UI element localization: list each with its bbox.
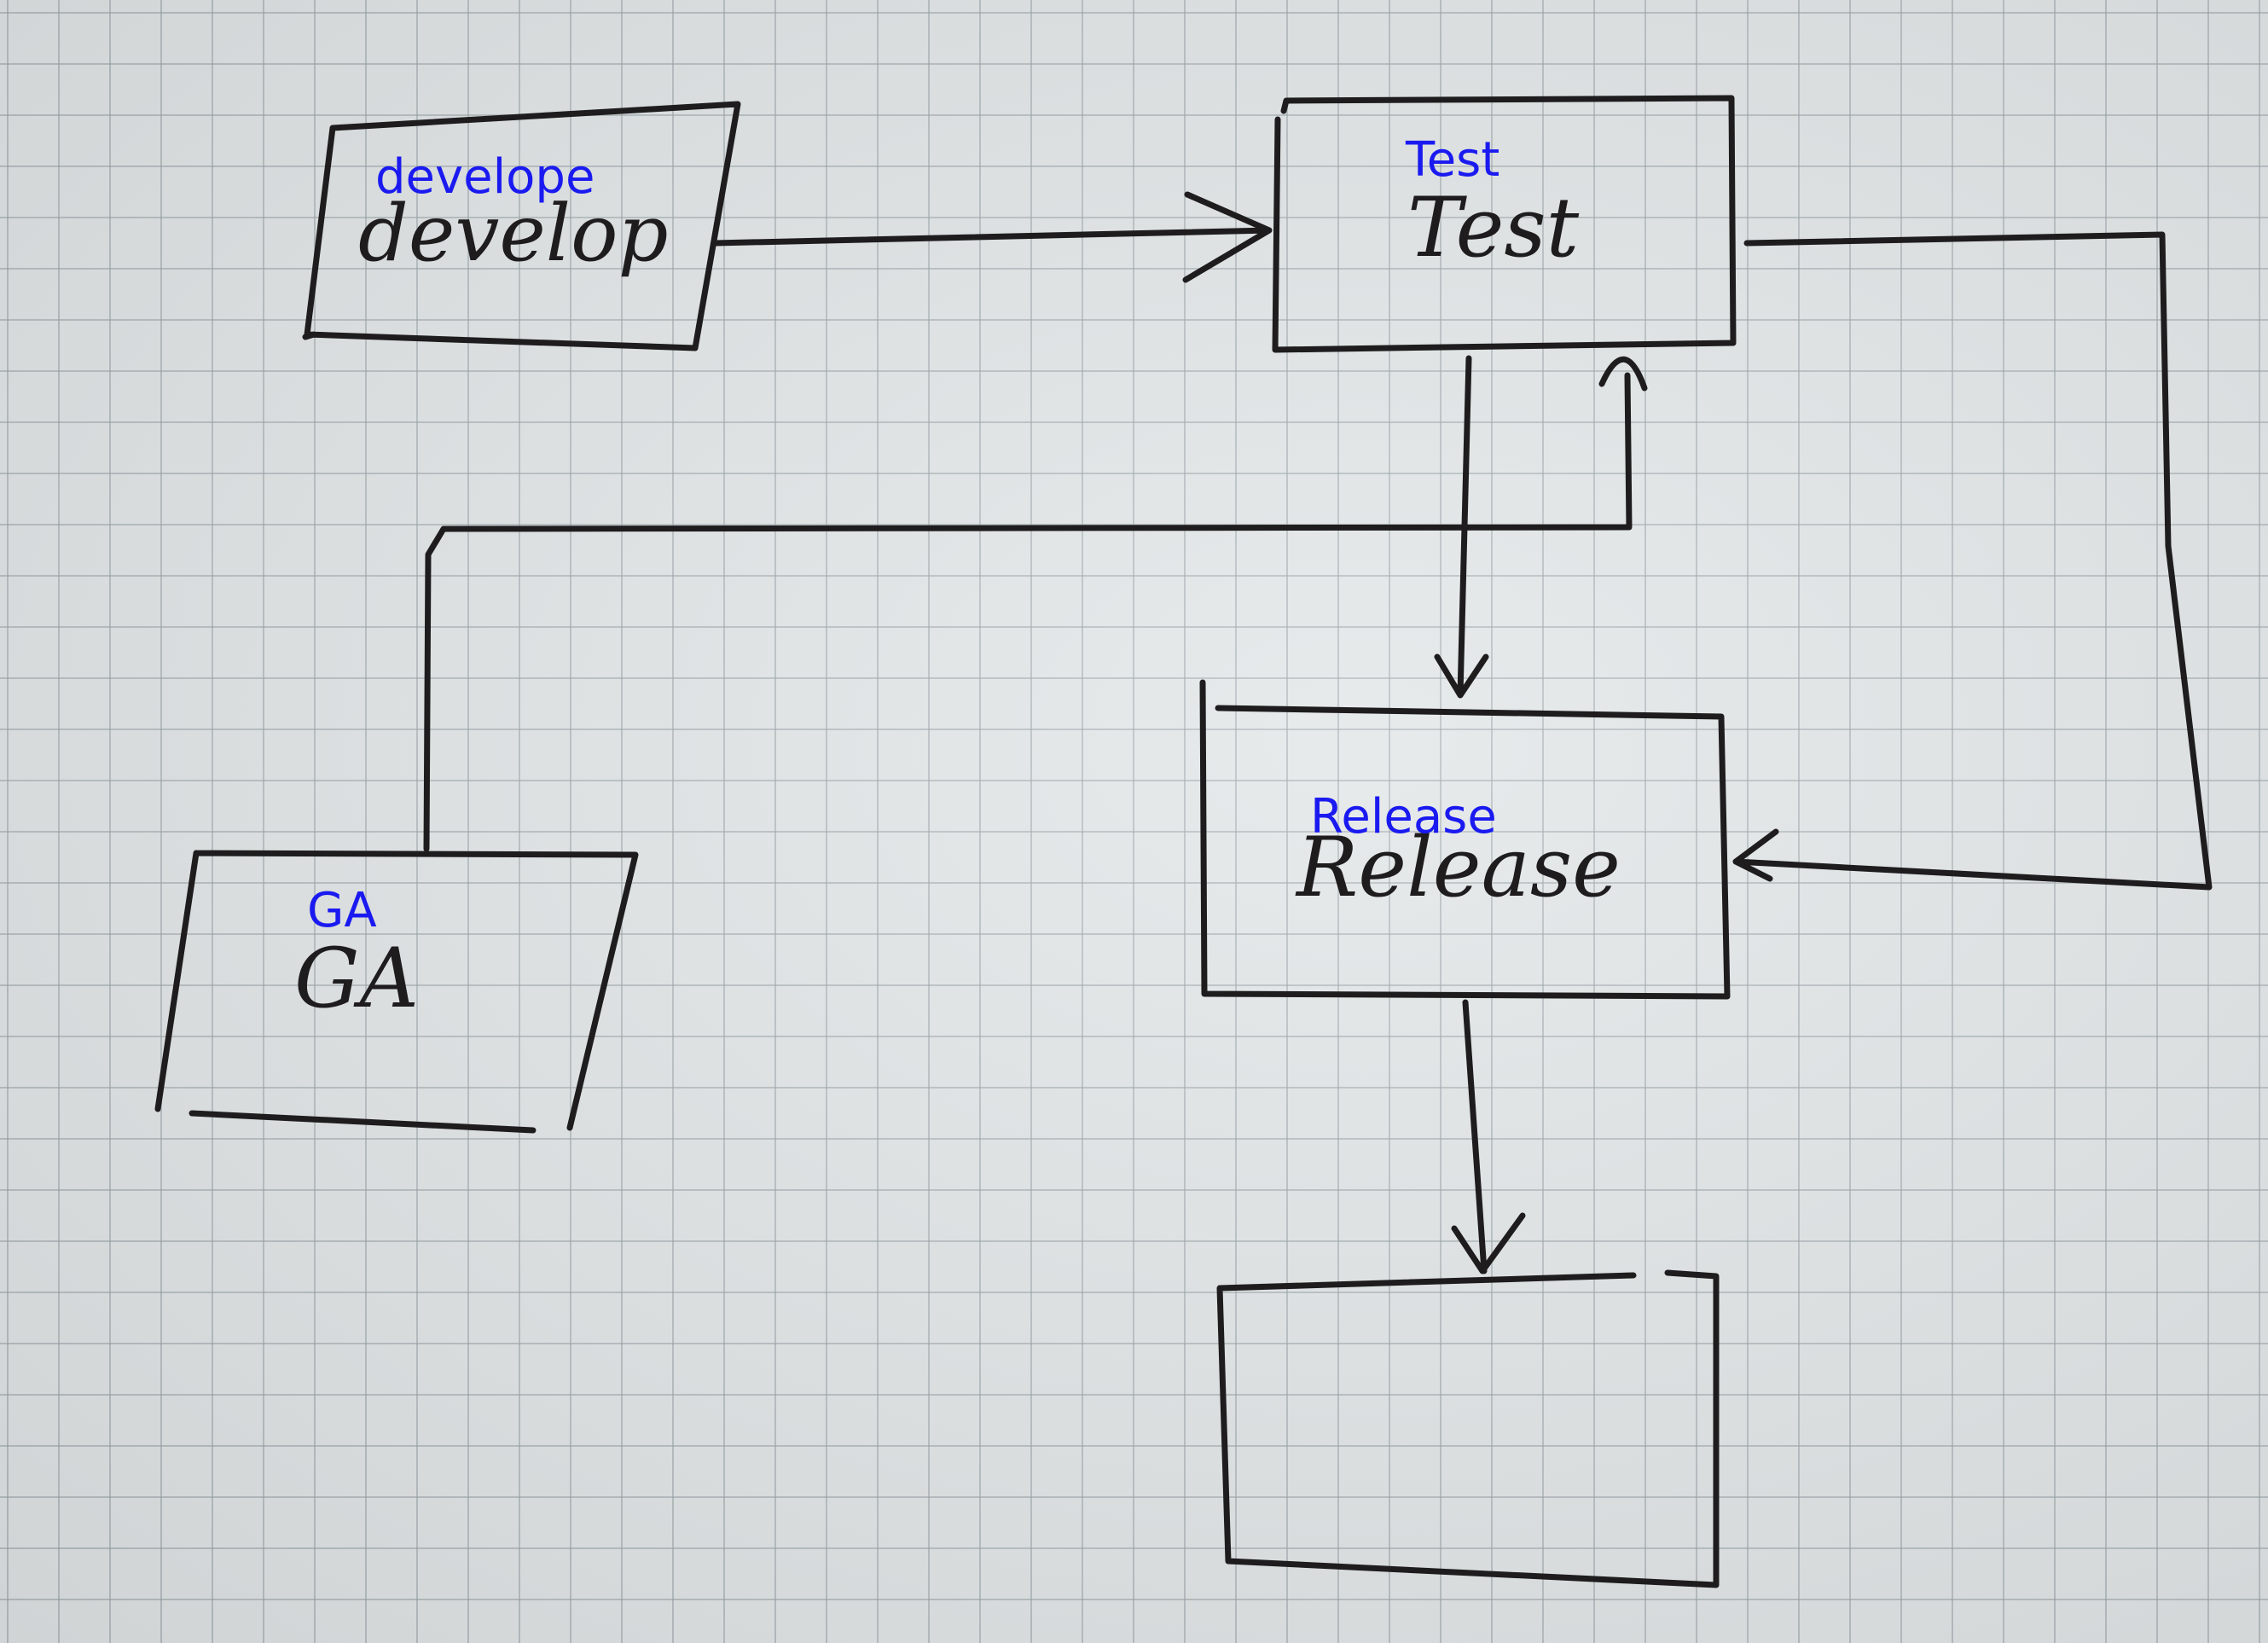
develop-handwritten: develop <box>358 188 668 279</box>
edge-ga-to-test <box>423 356 1648 852</box>
annotation-release: Release <box>1310 789 1497 845</box>
test-handwritten: Test <box>1407 180 1580 276</box>
test-box <box>1272 95 1737 353</box>
ga-box <box>154 850 639 1134</box>
release-box <box>1199 679 1731 1000</box>
final-box <box>1216 1269 1720 1588</box>
ga-handwritten: GA <box>294 931 419 1026</box>
release-handwritten: Release <box>1295 820 1621 915</box>
edge-test-to-release-loop <box>1732 231 2213 891</box>
annotation-ga: GA <box>307 883 377 938</box>
annotation-develop: develope <box>375 149 595 205</box>
edge-develop-to-test <box>711 191 1273 283</box>
develop-box <box>302 101 741 351</box>
annotation-test: Test <box>1406 132 1500 188</box>
edge-release-to-final <box>1451 999 1526 1274</box>
